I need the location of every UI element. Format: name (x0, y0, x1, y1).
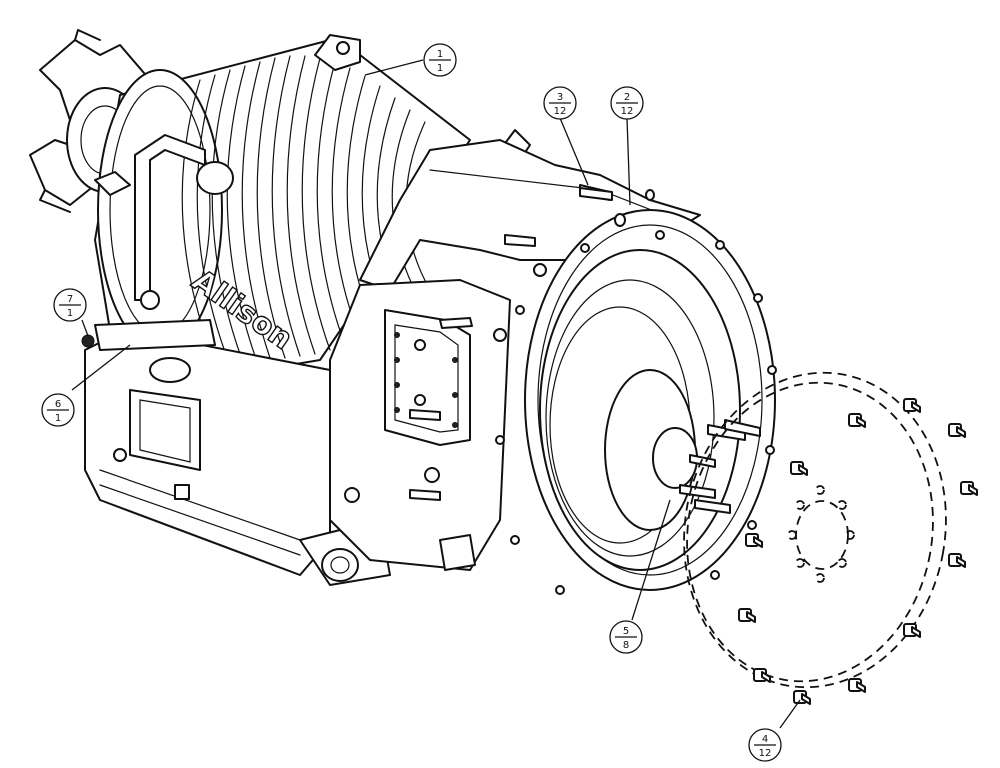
bracket-nut (81, 334, 95, 348)
callout-5-item: 5 (623, 626, 629, 637)
top-bolts (579, 187, 655, 227)
cooler-tube (94, 134, 234, 310)
mid-housing (329, 139, 701, 571)
converter-studs (679, 419, 761, 514)
callout-2-qty: 12 (621, 106, 634, 117)
callout-7-item: 7 (67, 294, 73, 305)
callout-7: 7 1 (53, 288, 87, 322)
callout-4-item: 4 (762, 734, 768, 745)
callout-3-item: 3 (557, 92, 563, 103)
dipstick-bracket (94, 319, 216, 383)
callout-2: 2 12 (610, 86, 644, 120)
callout-1-qty: 1 (437, 63, 443, 74)
callout-2-item: 2 (624, 92, 630, 103)
callout-1: 1 1 (423, 43, 457, 77)
callout-5: 5 8 (609, 620, 643, 654)
finned-housing (94, 34, 531, 381)
callout-6: 6 1 (41, 393, 75, 427)
callout-3-qty: 12 (554, 106, 567, 117)
callout-4: 4 12 (748, 728, 782, 762)
callout-3: 3 12 (543, 86, 577, 120)
callout-1-item: 1 (437, 49, 443, 60)
callout-7-qty: 1 (67, 308, 73, 319)
callout-5-qty: 8 (623, 640, 629, 651)
flexplate (683, 371, 947, 689)
cooling-fins (181, 55, 431, 359)
callout-6-qty: 1 (55, 413, 61, 424)
callout-6-item: 6 (55, 399, 61, 410)
flexplate-bolts (738, 398, 978, 705)
callout-4-qty: 12 (759, 748, 772, 759)
leader-lines (71, 59, 801, 729)
